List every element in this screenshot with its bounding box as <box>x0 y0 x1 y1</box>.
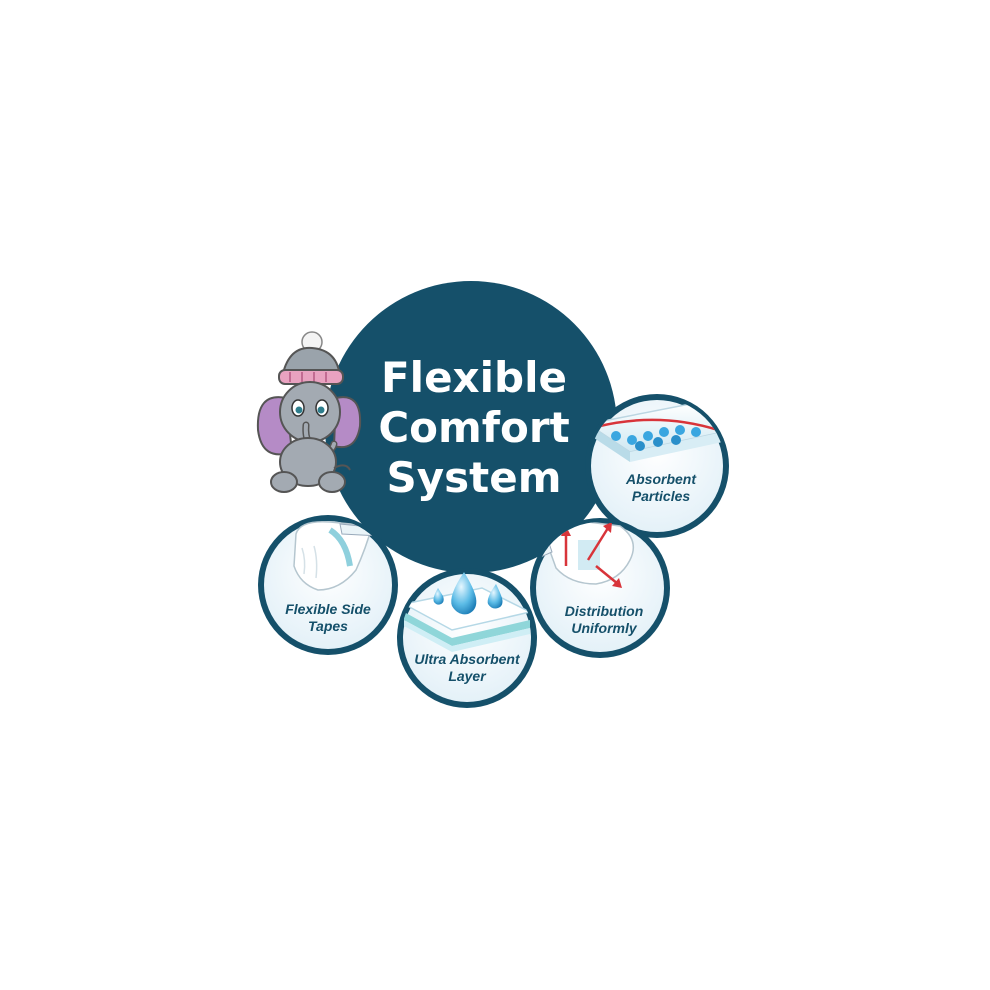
feature-absorbent-particles: Absorbent Particles <box>585 394 729 538</box>
page-title: Flexible Comfort System <box>378 353 569 502</box>
side-tapes-label-line2: Tapes <box>308 618 348 634</box>
baby-elephant-mascot-icon <box>256 331 362 493</box>
title-line-3: System <box>387 453 562 502</box>
absorbent-particles-icon <box>589 403 725 462</box>
absorbent-label-line1: Absorbent <box>625 471 697 487</box>
ultra-layer-label-line1: Ultra Absorbent <box>414 651 521 667</box>
feature-distribution-uniformly: Distribution Uniformly <box>530 518 670 658</box>
absorbent-label-line2: Particles <box>632 488 691 504</box>
distribution-arrows-icon <box>534 522 635 588</box>
distribution-label-line2: Uniformly <box>571 620 638 636</box>
title-line-2: Comfort <box>378 403 569 452</box>
title-line-1: Flexible <box>381 353 567 402</box>
feature-flexible-side-tapes: Flexible Side Tapes <box>258 515 398 655</box>
distribution-label-line1: Distribution <box>565 603 644 619</box>
side-tapes-label-line1: Flexible Side <box>285 601 371 617</box>
main-circle-background <box>325 281 617 573</box>
water-drops-layer-icon <box>401 572 533 652</box>
ultra-layer-label-line2: Layer <box>448 668 487 684</box>
feature-ultra-absorbent-layer: Ultra Absorbent Layer <box>397 568 537 708</box>
